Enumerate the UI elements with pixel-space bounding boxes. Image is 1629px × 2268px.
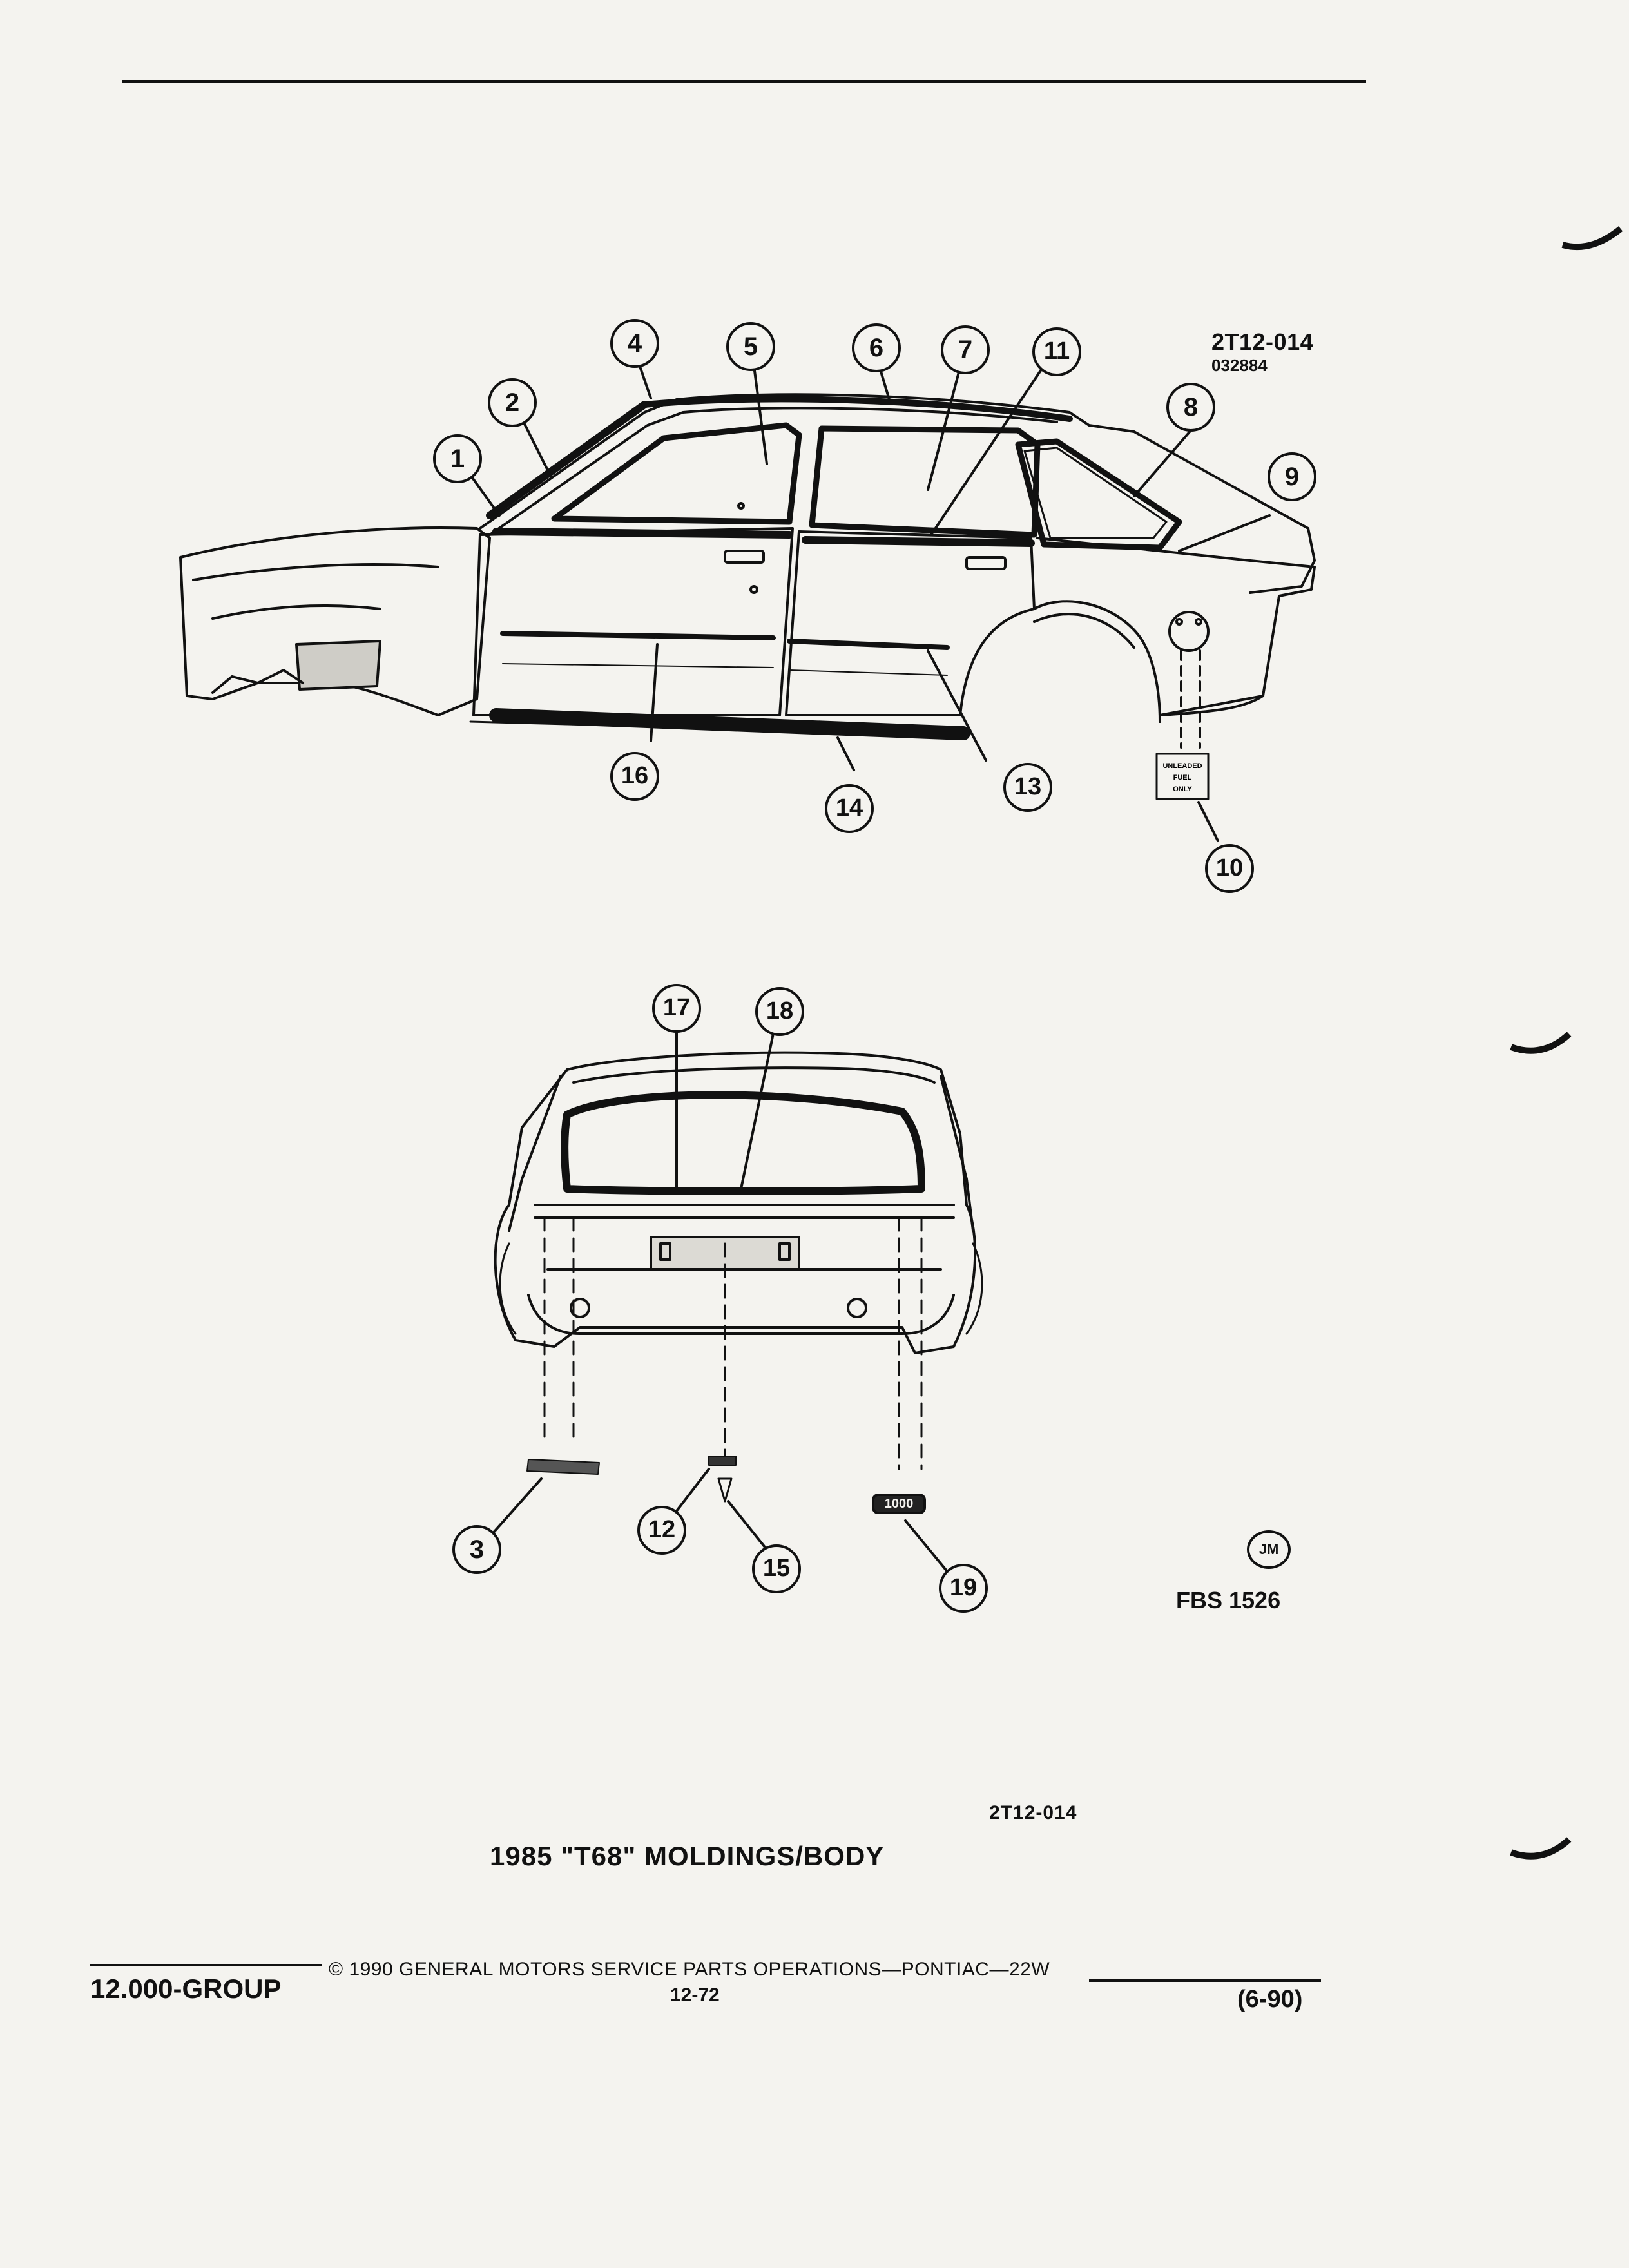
rear-window-molding: [561, 1091, 925, 1195]
callout-9: 9: [1284, 463, 1300, 491]
callout-13: 13: [1014, 773, 1042, 800]
callout-circle-1: [433, 434, 482, 483]
callout-17: 17: [662, 994, 691, 1021]
front-door-handle: [724, 550, 765, 564]
callout-18: 18: [766, 997, 794, 1024]
callout-15: 15: [762, 1555, 791, 1582]
callout-8: 8: [1183, 393, 1199, 421]
figure-id: 2T12-014: [989, 1802, 1077, 1823]
callout-3: 3: [469, 1535, 485, 1564]
artist-mark: JM: [1247, 1530, 1291, 1569]
rear-quarter: [1036, 537, 1316, 723]
callout-circle-12: [637, 1506, 686, 1555]
callout-5: 5: [743, 332, 758, 361]
rear-callouts: [452, 984, 988, 1613]
side-view-illustration: UNLEADED FUEL ONLY: [179, 319, 1316, 893]
callout-circle-6: [852, 323, 901, 372]
top-rule: [122, 80, 1366, 83]
callout-circle-2: [488, 378, 537, 427]
rear-window: [809, 425, 1041, 538]
reference-date: 032884: [1211, 356, 1268, 375]
callout-16: 16: [621, 762, 649, 789]
rear-view-illustration: 1000: [452, 984, 988, 1613]
callout-6: 6: [869, 334, 884, 362]
callout-2: 2: [505, 389, 520, 417]
footer-revision: (6-90): [1237, 1986, 1303, 2013]
rear-door: [785, 530, 1036, 716]
emblem-clip: [717, 1477, 733, 1503]
callout-circle-4: [610, 319, 659, 368]
footer-group: 12.000-GROUP: [90, 1974, 282, 2004]
rear-body: [494, 1051, 977, 1354]
fuel-label-line-3: ONLY: [1173, 785, 1192, 793]
rear-1000-badge: [872, 1494, 926, 1514]
fender-panel: [295, 640, 381, 691]
callout-circle-5: [726, 322, 775, 371]
rear-door-molding: [787, 639, 950, 650]
callout-circle-18: [755, 987, 804, 1036]
front-door-molding: [500, 631, 776, 640]
callout-circle-15: [752, 1544, 801, 1593]
callout-circle-7: [941, 325, 990, 374]
callout-19: 19: [949, 1574, 978, 1601]
callout-7: 7: [958, 336, 973, 364]
callout-4: 4: [627, 329, 642, 358]
footer-rule-right: [1089, 1979, 1321, 1982]
artist-mark-text: JM: [1258, 1541, 1279, 1557]
figure-caption: 1985 "T68" MOLDINGS/BODY: [490, 1841, 885, 1871]
callout-11: 11: [1043, 338, 1070, 365]
callout-12: 12: [648, 1516, 676, 1543]
center-emblem: [708, 1456, 737, 1466]
callout-circle-14: [825, 784, 874, 833]
callout-circle-17: [652, 984, 701, 1033]
side-callouts: [433, 319, 1316, 893]
callout-circle-19: [939, 1564, 988, 1613]
fuel-label: [1155, 753, 1210, 800]
callout-10: 10: [1215, 854, 1244, 881]
callout-circle-9: [1268, 452, 1316, 501]
footer-rule-left: [90, 1964, 322, 1966]
rocker-molding: [489, 708, 970, 740]
footer-copyright: © 1990 GENERAL MOTORS SERVICE PARTS OPER…: [329, 1959, 1050, 1980]
callout-circle-8: [1166, 383, 1215, 432]
callout-1: 1: [450, 445, 465, 473]
front-window: [551, 422, 802, 525]
binder-mark-1: [1561, 226, 1623, 251]
fuel-label-line-1: UNLEADED: [1162, 762, 1202, 770]
rear-door-handle: [965, 556, 1007, 570]
fuel-door: [1168, 611, 1210, 652]
callout-circle-10: [1205, 844, 1254, 893]
binder-mark-2: [1510, 1032, 1572, 1054]
callout-circle-13: [1003, 763, 1052, 812]
roof-outline: [479, 393, 1316, 594]
callout-circle-16: [610, 752, 659, 801]
binder-mark-3: [1510, 1837, 1572, 1860]
callout-circle-11: [1032, 327, 1081, 376]
fuel-label-line-2: FUEL: [1173, 774, 1192, 782]
pontiac-emblem: [526, 1459, 600, 1475]
footer-page-number: 12-72: [670, 1984, 720, 2006]
callout-circle-3: [452, 1525, 501, 1574]
fbs-number: FBS 1526: [1176, 1587, 1281, 1613]
reference-code: 2T12-014: [1211, 329, 1314, 355]
callout-14: 14: [835, 794, 863, 822]
front-door: [472, 527, 794, 716]
badge-1000-text: 1000: [885, 1497, 914, 1511]
quarter-window: [1015, 438, 1182, 551]
